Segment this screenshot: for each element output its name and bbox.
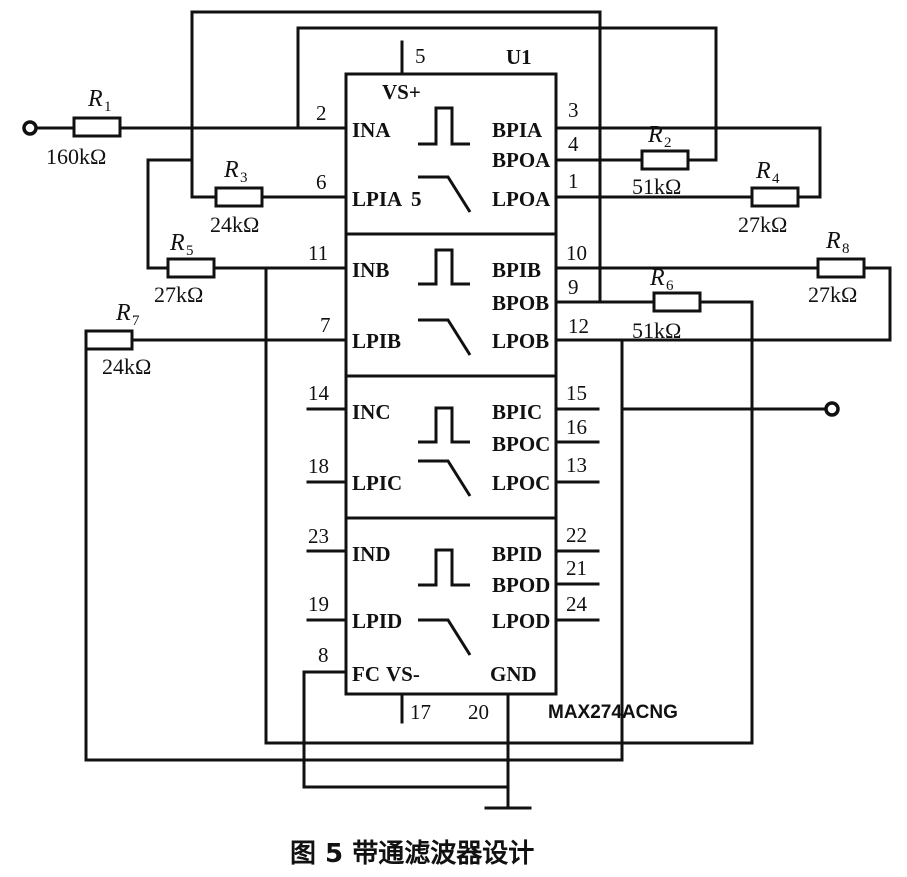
- r5-value-label: 27kΩ: [154, 282, 203, 307]
- gnd-label: GND: [490, 662, 537, 686]
- pin-13-label: 13: [566, 453, 587, 477]
- pin-18-label: 18: [308, 454, 329, 478]
- lowpass-symbol-a-icon: [418, 175, 472, 213]
- bpoa-label: BPOA: [492, 148, 551, 172]
- lowpass-symbol-b-icon: [418, 318, 472, 356]
- ind-label: IND: [352, 542, 391, 566]
- pin-4-label: 4: [568, 132, 579, 156]
- chip-body: [344, 72, 558, 696]
- r3-value-label: 24kΩ: [210, 212, 259, 237]
- lpia-label: LPIA: [352, 187, 403, 211]
- pin-12-label: 12: [568, 314, 589, 338]
- r5-name-label: R: [169, 230, 185, 256]
- chip-ref-label: U1: [506, 45, 532, 69]
- pin-1-label: 1: [568, 169, 579, 193]
- r2-sub-label: 2: [664, 135, 672, 151]
- resistor-r4: [750, 186, 800, 208]
- wiring: [34, 10, 892, 789]
- resistor-r8: [816, 257, 866, 279]
- bandpass-symbol-d-icon: [418, 548, 470, 587]
- pin-22-label: 22: [566, 523, 587, 547]
- vs-minus-label: VS-: [386, 662, 420, 686]
- pin-9-label: 9: [568, 275, 579, 299]
- lpic-label: LPIC: [352, 471, 402, 495]
- r8-value-label: 27kΩ: [808, 282, 857, 307]
- bpob-label: BPOB: [492, 291, 549, 315]
- r8-sub-label: 8: [842, 241, 850, 257]
- bpid-label: BPID: [492, 542, 542, 566]
- lowpass-symbol-d-icon: [418, 618, 472, 656]
- r7-name-label: R: [115, 300, 131, 326]
- lpib-label: LPIB: [352, 329, 401, 353]
- lowpass-symbol-c-icon: [418, 459, 472, 497]
- r1-name-label: R: [87, 86, 103, 112]
- pin-21-label: 21: [566, 556, 587, 580]
- bpod-label: BPOD: [492, 573, 550, 597]
- lpod-label: LPOD: [492, 609, 550, 633]
- r2-name-label: R: [647, 122, 663, 148]
- r7-value-label: 24kΩ: [102, 354, 151, 379]
- bpoc-label: BPOC: [492, 432, 550, 456]
- r6-sub-label: 6: [666, 278, 674, 294]
- pin-15-label: 15: [566, 381, 587, 405]
- r8-name-label: R: [825, 228, 841, 254]
- r1-sub-label: 1: [104, 99, 112, 115]
- r5-sub-label: 5: [186, 243, 194, 259]
- r3-name-label: R: [223, 157, 239, 183]
- r6-value-label: 51kΩ: [632, 318, 681, 343]
- bandpass-symbol-c-icon: [418, 406, 470, 444]
- input-terminal-icon: [22, 120, 38, 136]
- r7-sub-label: 7: [132, 313, 140, 329]
- r2-value-label: 51kΩ: [632, 174, 681, 199]
- pin-5-label: 5: [415, 44, 426, 68]
- pin-20-label: 20: [468, 700, 489, 724]
- bpia-label: BPIA: [492, 118, 543, 142]
- part-number-label: MAX274ACNG: [548, 702, 678, 723]
- lpoa-label: LPOA: [492, 187, 551, 211]
- pin-2-label: 2: [316, 101, 327, 125]
- r4-name-label: R: [755, 158, 771, 184]
- bpic-label: BPIC: [492, 400, 542, 424]
- ina-label: INA: [352, 118, 391, 142]
- lpoc-label: LPOC: [492, 471, 550, 495]
- pin-7-label: 7: [320, 313, 331, 337]
- pin-19-label: 19: [308, 592, 329, 616]
- output-terminal-icon: [824, 401, 840, 417]
- r4-value-label: 27kΩ: [738, 212, 787, 237]
- pin-24-label: 24: [566, 592, 588, 616]
- resistor-r7: [84, 329, 134, 351]
- lpia-pin-label: 5: [411, 187, 422, 211]
- lpid-label: LPID: [352, 609, 402, 633]
- pin-16-label: 16: [566, 415, 587, 439]
- pin-6-label: 6: [316, 170, 327, 194]
- bpib-label: BPIB: [492, 258, 541, 282]
- resistor-r5: [166, 257, 216, 279]
- bandpass-symbol-a-icon: [418, 106, 470, 146]
- pin-leads: [302, 126, 600, 810]
- fc-label: FC: [352, 662, 380, 686]
- r3-sub-label: 3: [240, 170, 248, 186]
- r6-name-label: R: [649, 265, 665, 291]
- bandpass-symbol-b-icon: [418, 248, 470, 286]
- pin-17-label: 17: [410, 700, 431, 724]
- pin-8-label: 8: [318, 643, 329, 667]
- r1-value-label: 160kΩ: [46, 144, 106, 169]
- pin-10-label: 10: [566, 241, 587, 265]
- resistor-r1: [72, 116, 122, 138]
- r4-sub-label: 4: [772, 171, 780, 187]
- pin-3-label: 3: [568, 98, 579, 122]
- figure-caption: 图 5 带通滤波器设计: [290, 839, 534, 869]
- pin-11-label: 11: [308, 241, 328, 265]
- chip-u1: [344, 72, 558, 696]
- vs-plus-label: VS+: [382, 80, 421, 104]
- lpob-label: LPOB: [492, 329, 549, 353]
- inb-label: INB: [352, 258, 389, 282]
- pin-23-label: 23: [308, 524, 329, 548]
- resistor-r3: [214, 186, 264, 208]
- inc-label: INC: [352, 400, 391, 424]
- resistor-r6: [652, 291, 702, 313]
- resistor-r2: [640, 149, 690, 171]
- pin-14-label: 14: [308, 381, 330, 405]
